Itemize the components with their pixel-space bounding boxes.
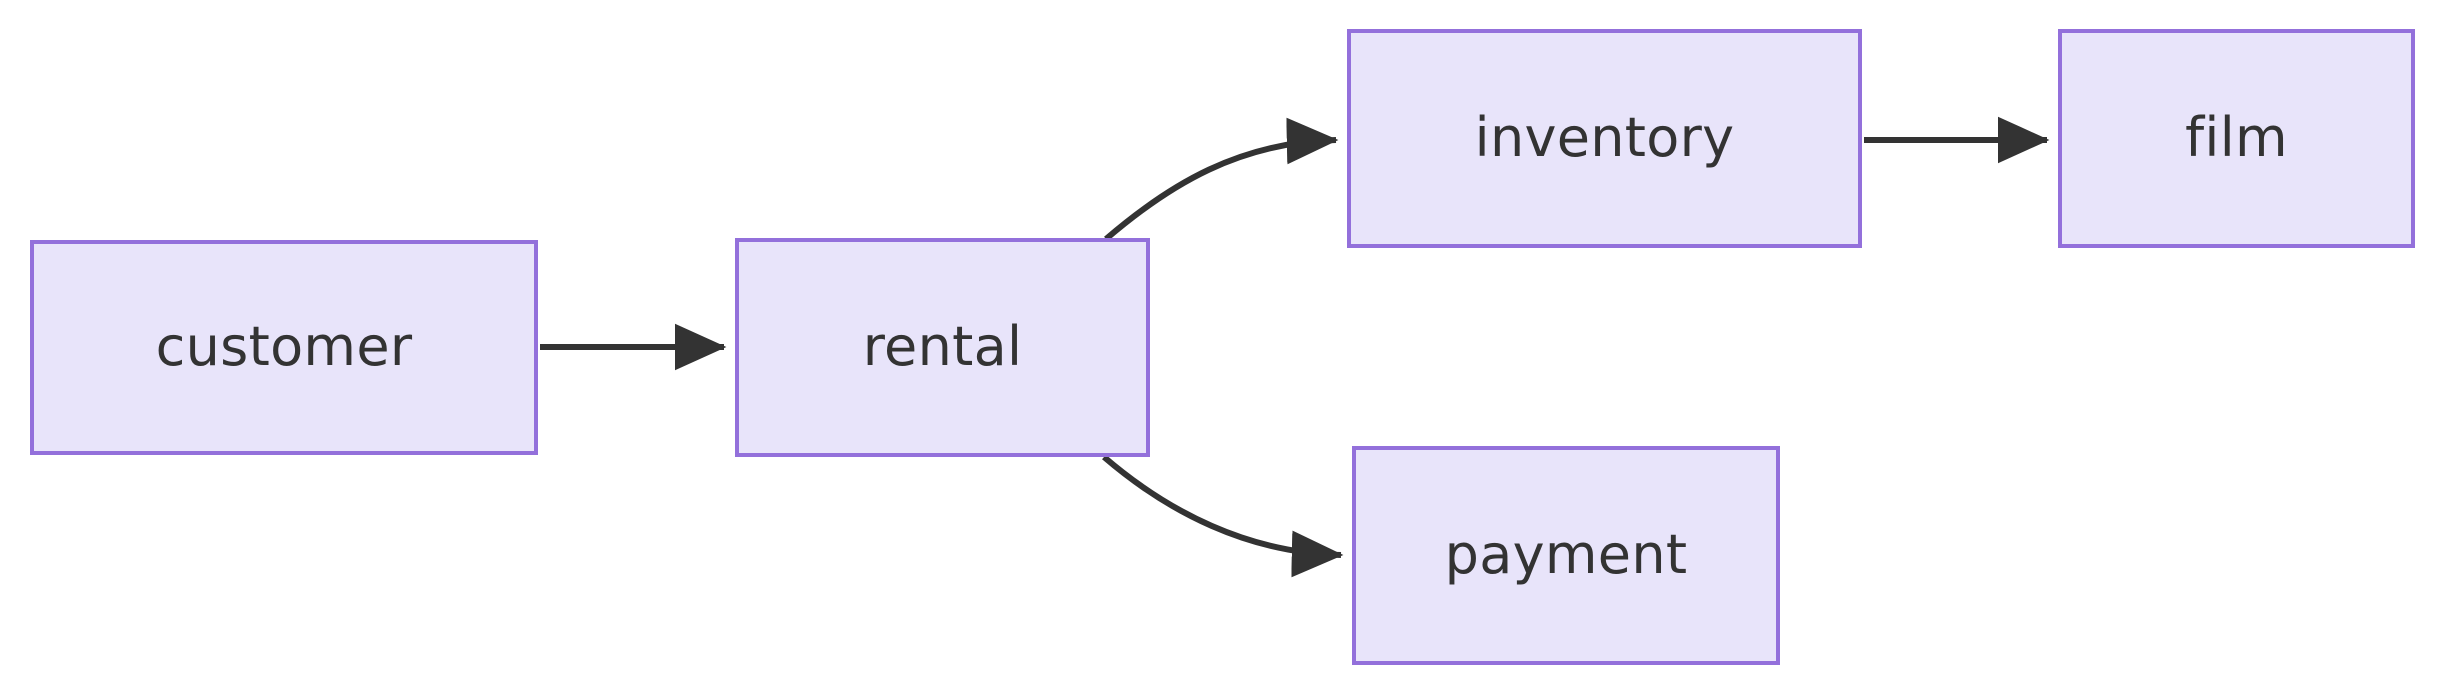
node-inventory[interactable]: inventory [1347, 29, 1862, 248]
node-payment-label: payment [1444, 522, 1688, 586]
node-rental-label: rental [862, 314, 1023, 378]
node-customer[interactable]: customer [30, 240, 538, 455]
node-customer-label: customer [155, 314, 413, 378]
node-rental[interactable]: rental [735, 238, 1150, 457]
edge-rental-inventory [1104, 117, 1339, 242]
edge-rental-payment [1102, 454, 1344, 578]
node-film[interactable]: film [2058, 29, 2415, 248]
node-inventory-label: inventory [1474, 105, 1735, 169]
node-payment[interactable]: payment [1352, 446, 1780, 665]
node-film-label: film [2185, 105, 2288, 169]
